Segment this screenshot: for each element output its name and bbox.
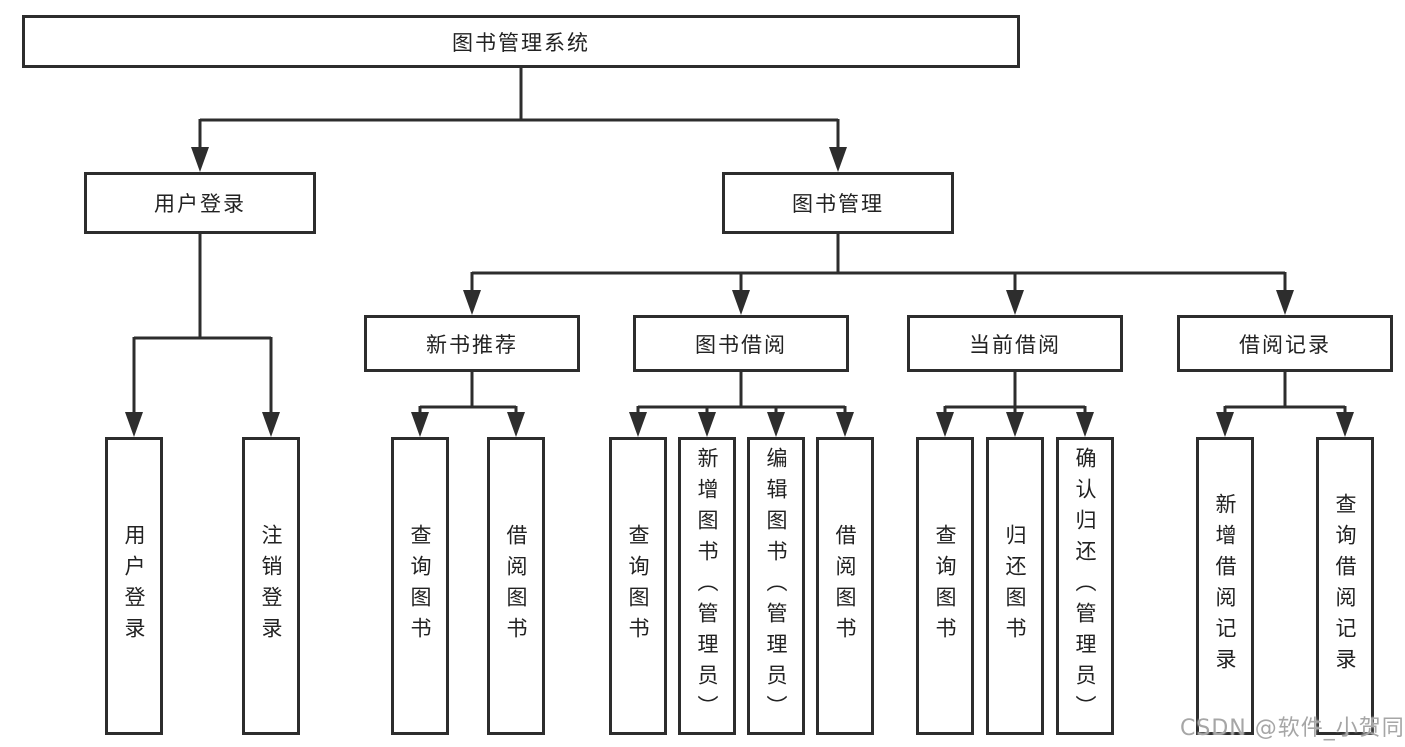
leaf-logout: 注销登录: [242, 437, 300, 735]
leaf-borrow-books-2: 借阅图书: [816, 437, 874, 735]
node-new-book-recommend: 新书推荐: [364, 315, 580, 372]
leaf-add-book-admin-label: 新增图书（管理员）: [695, 446, 719, 726]
leaf-query-borrow-record-label: 查询借阅记录: [1333, 493, 1357, 679]
arrowheads: [125, 147, 1354, 437]
node-book-borrowing: 图书借阅: [633, 315, 849, 372]
node-user-login: 用户登录: [84, 172, 316, 234]
leaf-query-books-3: 查询图书: [916, 437, 974, 735]
leaf-query-borrow-record: 查询借阅记录: [1316, 437, 1374, 735]
leaf-return-books-label: 归还图书: [1003, 524, 1027, 648]
leaf-edit-book-admin-label: 编辑图书（管理员）: [764, 446, 788, 726]
node-book-management: 图书管理: [722, 172, 954, 234]
node-current-borrowing: 当前借阅: [907, 315, 1123, 372]
leaf-user-login: 用户登录: [105, 437, 163, 735]
node-root-label: 图书管理系统: [452, 30, 590, 55]
leaf-user-login-label: 用户登录: [122, 524, 146, 648]
leaf-query-books-1-label: 查询图书: [408, 524, 432, 648]
leaf-add-borrow-record-label: 新增借阅记录: [1213, 493, 1237, 679]
leaf-add-borrow-record: 新增借阅记录: [1196, 437, 1254, 735]
leaf-edit-book-admin: 编辑图书（管理员）: [747, 437, 805, 735]
node-borrowing-records-label: 借阅记录: [1239, 332, 1331, 357]
leaf-borrow-books-2-label: 借阅图书: [833, 524, 857, 648]
node-new-book-recommend-label: 新书推荐: [426, 332, 518, 357]
leaf-return-books: 归还图书: [986, 437, 1044, 735]
watermark: CSDN @软件_小贺同学: [1180, 716, 1405, 741]
leaf-query-books-3-label: 查询图书: [933, 524, 957, 648]
leaf-query-books-1: 查询图书: [391, 437, 449, 735]
leaf-query-books-2: 查询图书: [609, 437, 667, 735]
node-user-login-label: 用户登录: [154, 192, 246, 216]
node-book-management-label: 图书管理: [792, 192, 884, 216]
leaf-confirm-return-admin: 确认归还（管理员）: [1056, 437, 1114, 735]
leaf-query-books-2-label: 查询图书: [626, 524, 650, 648]
leaf-confirm-return-admin-label: 确认归还（管理员）: [1073, 446, 1097, 726]
leaf-logout-label: 注销登录: [259, 524, 283, 648]
node-root: 图书管理系统: [22, 15, 1020, 68]
node-borrowing-records: 借阅记录: [1177, 315, 1393, 372]
leaf-borrow-books-1: 借阅图书: [487, 437, 545, 735]
node-book-borrowing-label: 图书借阅: [695, 332, 787, 357]
leaf-borrow-books-1-label: 借阅图书: [504, 524, 528, 648]
node-current-borrowing-label: 当前借阅: [969, 332, 1061, 357]
leaf-add-book-admin: 新增图书（管理员）: [678, 437, 736, 735]
